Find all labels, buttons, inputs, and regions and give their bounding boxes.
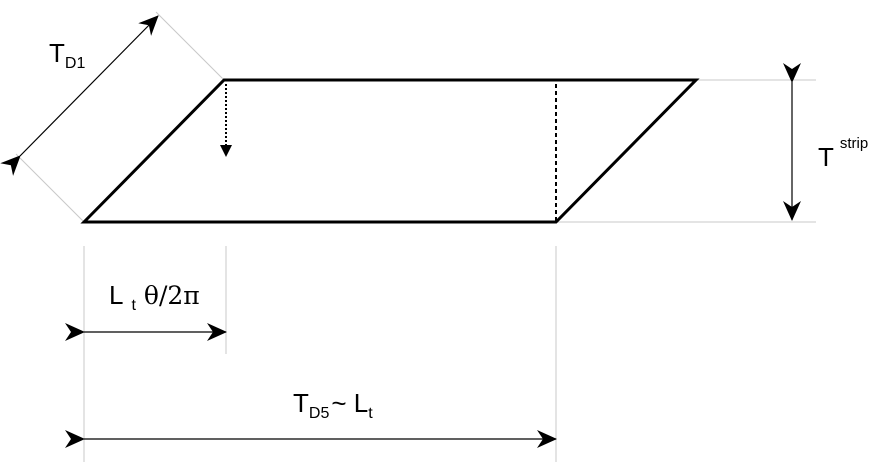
tstrip-main: T	[818, 142, 834, 172]
lt-main: L	[109, 280, 123, 310]
td5-label: TD5~ Lt	[293, 388, 373, 422]
theta-expression: θ/2π	[144, 281, 200, 310]
td1-main: T	[49, 38, 65, 68]
td1-dimension-arrow	[0, 15, 159, 176]
extension-line-bottom-left	[15, 153, 85, 223]
extension-lines	[15, 11, 816, 462]
td5-main: T	[293, 388, 309, 418]
td1-label: TD1	[49, 38, 85, 72]
td5-sub: D5	[309, 405, 330, 422]
extension-line-top-left	[155, 11, 225, 81]
td5-sub2: t	[368, 405, 373, 422]
lt-sub: t	[131, 297, 136, 314]
strip-parallelogram	[80, 78, 700, 224]
tstrip-sup: strip	[840, 135, 868, 152]
td1-sub: D1	[65, 55, 86, 72]
td5-tilde-l: ~ L	[331, 388, 368, 418]
